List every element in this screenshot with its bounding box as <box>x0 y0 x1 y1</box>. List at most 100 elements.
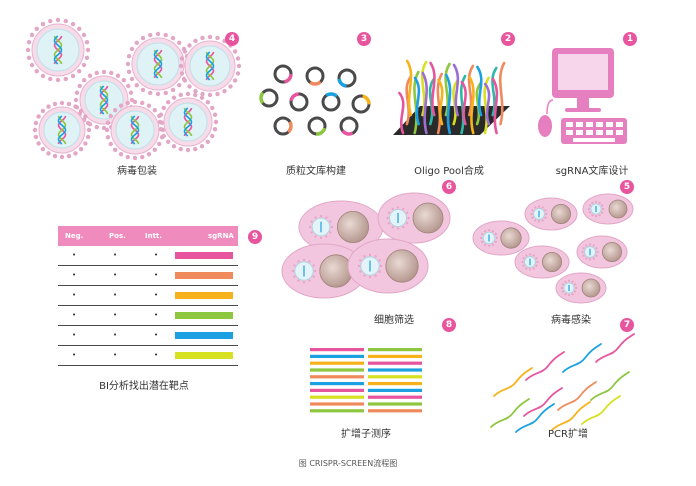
sequence-read <box>310 375 364 379</box>
plasmid-ring <box>289 92 309 112</box>
sequence-read <box>368 368 422 372</box>
step-8-badge: 8 <box>442 318 456 332</box>
oligo-strand <box>436 72 443 135</box>
step-2-badge: 2 <box>501 32 515 46</box>
step-6-label: 细胞筛选 <box>374 315 414 326</box>
pcr-strand <box>562 343 602 373</box>
col-header-intt: Intt. <box>145 232 162 240</box>
oligo-strand <box>483 82 491 126</box>
sequence-read <box>310 402 364 406</box>
step-oligo-synthesis: 2 Oligo Pool合成 <box>385 0 520 180</box>
oligo-strand <box>452 63 460 117</box>
pos-mark: • <box>113 291 118 299</box>
pcr-strand <box>590 371 630 401</box>
step-sgrna-design: 1 sgRNA文库设计 <box>525 0 645 180</box>
step-3-badge: 3 <box>357 32 371 46</box>
col-header-neg: Neg. <box>65 232 84 240</box>
sequence-read <box>368 354 422 358</box>
sgrna-color-bar <box>175 292 233 299</box>
sequence-read <box>368 361 422 365</box>
cell <box>347 238 429 294</box>
step-8-label: 扩增子测序 <box>341 429 391 440</box>
step-3-label: 质粒文库构建 <box>286 166 346 177</box>
neg-mark: • <box>72 311 77 319</box>
oligo-strand <box>413 76 421 126</box>
pos-mark: • <box>113 271 118 279</box>
oligo-strand <box>437 78 444 126</box>
intt-mark: • <box>154 351 159 359</box>
plasmid-ring <box>273 64 293 84</box>
oligo-strand <box>444 62 451 117</box>
col-header-sgrna: sgRNA <box>208 232 234 240</box>
step-5-label: 病毒感染 <box>551 315 591 326</box>
table-row: ••• <box>58 286 238 306</box>
sequence-read <box>368 375 422 379</box>
sgrna-color-bar <box>175 312 233 319</box>
oligo-strand <box>467 64 475 117</box>
sequence-read <box>310 382 364 386</box>
oligo-strand <box>476 65 483 117</box>
plasmid-ring <box>337 68 357 88</box>
step-virus-packaging: 4 病毒包装 <box>0 0 250 180</box>
computer-icon <box>538 48 627 144</box>
results-table: sgRNA Intt. Pos. Neg. •••••••••••••••••• <box>58 226 238 366</box>
table-row: ••• <box>58 246 238 266</box>
plasmid-rings-illustration <box>259 64 371 136</box>
table-row: • • • <box>58 266 238 286</box>
pos-mark: • <box>113 311 118 319</box>
oligo-strand <box>398 91 405 135</box>
plasmid-ring <box>321 92 341 112</box>
intt-mark: • <box>154 311 159 319</box>
sequence-read <box>368 348 422 352</box>
cell <box>514 245 570 279</box>
intt-mark: • <box>154 271 159 279</box>
plasmid-ring <box>273 116 293 136</box>
step-6-badge: 6 <box>442 180 456 194</box>
oligo-strand <box>468 75 475 135</box>
virus-particle <box>178 34 242 98</box>
pcr-strand <box>595 333 635 363</box>
sequence-read <box>310 409 364 413</box>
step-7-label: PCR扩增 <box>548 429 588 440</box>
plasmid-ring <box>305 66 325 86</box>
virus-particle <box>104 99 166 161</box>
table-row: ••• <box>58 346 238 366</box>
sgrna-color-bar <box>175 272 233 279</box>
step-1-badge: 1 <box>623 32 637 46</box>
virus-particles-illustration <box>25 17 242 161</box>
oligo-strand <box>460 80 467 126</box>
virus-particle <box>32 100 92 160</box>
oligo-strand <box>405 59 413 117</box>
oligo-strand <box>475 81 482 126</box>
step-7-badge: 7 <box>620 318 634 332</box>
pos-mark: • <box>113 331 118 339</box>
step-1-label: sgRNA文库设计 <box>555 166 629 177</box>
table-row: • • • <box>58 306 238 326</box>
table-header: sgRNA Intt. Pos. Neg. <box>58 226 238 246</box>
virus-particle <box>25 17 91 83</box>
cell <box>377 192 451 244</box>
oligo-strand <box>491 66 498 117</box>
neg-mark: • <box>72 331 77 339</box>
oligo-strand <box>428 77 436 126</box>
plasmid-ring <box>351 94 371 114</box>
mouse-icon <box>538 115 552 137</box>
cell <box>555 272 607 304</box>
pcr-strand <box>490 398 530 428</box>
oligo-strand <box>421 60 428 117</box>
sequence-read <box>368 382 422 386</box>
sequence-read <box>310 361 364 365</box>
oligo-strand <box>405 75 412 126</box>
sequence-read <box>368 409 422 413</box>
pcr-strand <box>581 395 621 425</box>
oligo-strand <box>483 76 490 135</box>
step-plasmid-library: 3 质粒文库构建 <box>255 0 375 180</box>
neg-mark: • <box>72 291 77 299</box>
neg-mark: • <box>72 351 77 359</box>
cell <box>524 197 578 231</box>
neg-mark: • <box>72 271 77 279</box>
step-4-label: 病毒包装 <box>117 166 157 177</box>
oligo-chip-illustration <box>393 59 510 135</box>
virus-particle <box>125 31 191 97</box>
pcr-strand <box>557 381 597 411</box>
